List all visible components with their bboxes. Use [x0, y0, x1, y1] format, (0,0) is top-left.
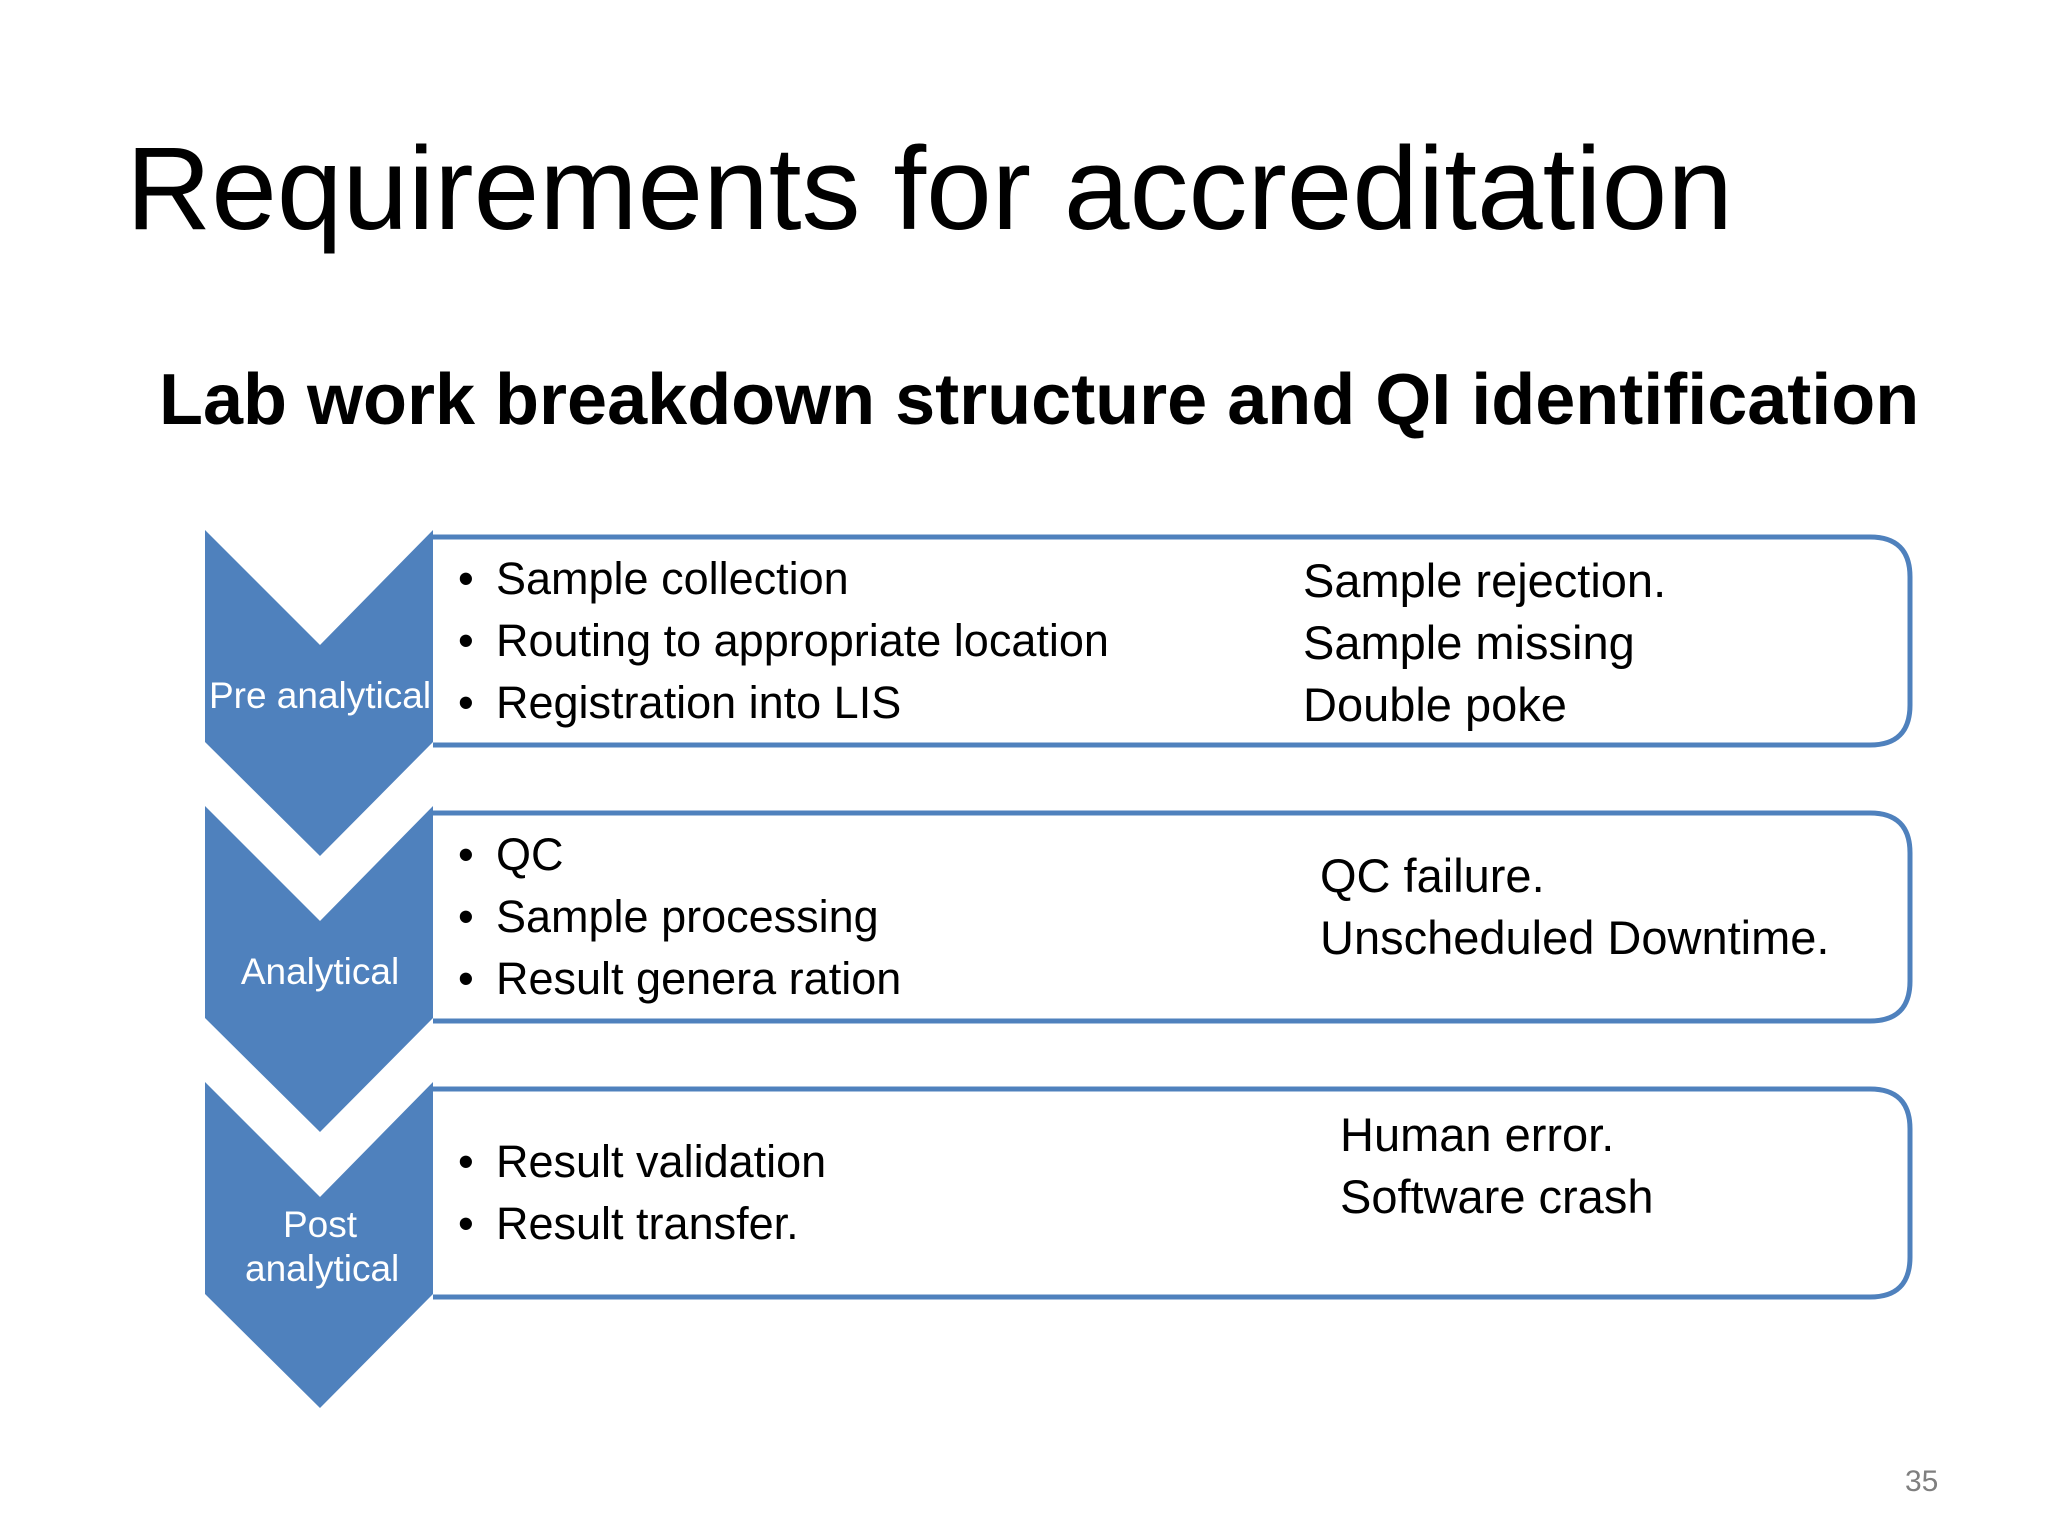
- list-item: Result validation: [458, 1131, 826, 1193]
- qi-list-pre-analytical: Sample rejection. Sample missing Double …: [1303, 550, 1666, 736]
- qi-item: Software crash: [1340, 1170, 1654, 1223]
- list-item: Result genera ration: [458, 948, 901, 1010]
- list-item: Sample collection: [458, 548, 1109, 610]
- chevron-pre-analytical: [205, 530, 433, 856]
- list-item: QC: [458, 824, 901, 886]
- list-item: Sample processing: [458, 886, 901, 948]
- stage-label-pre-analytical: Pre analytical: [208, 675, 432, 716]
- stage-label-analytical: Analytical: [240, 951, 400, 992]
- activity-list-analytical: QC Sample processing Result genera ratio…: [458, 824, 901, 1010]
- qi-list-post-analytical: Human error. Software crash: [1340, 1104, 1653, 1228]
- list-item: Result transfer.: [458, 1193, 826, 1255]
- slide-subtitle: Lab work breakdown structure and QI iden…: [159, 360, 1920, 440]
- qi-item: Sample missing: [1303, 616, 1635, 669]
- list-item: Routing to appropriate location: [458, 610, 1109, 672]
- qi-item: Human error.: [1340, 1108, 1615, 1161]
- chevron-post-analytical: [205, 1082, 433, 1408]
- qi-item: QC failure.: [1320, 849, 1545, 902]
- page-number: 35: [1905, 1465, 1939, 1498]
- stage-label-post-analytical: Post analytical: [245, 1204, 400, 1289]
- qi-item: Unscheduled Downtime.: [1320, 911, 1830, 964]
- activity-list-post-analytical: Result validation Result transfer.: [458, 1131, 826, 1255]
- activity-list-pre-analytical: Sample collection Routing to appropriate…: [458, 548, 1109, 734]
- qi-list-analytical: QC failure. Unscheduled Downtime.: [1320, 845, 1829, 969]
- chevron-analytical: [205, 806, 433, 1132]
- qi-item: Double poke: [1303, 678, 1567, 731]
- slide-title: Requirements for accreditation: [126, 123, 1733, 255]
- qi-item: Sample rejection.: [1303, 554, 1667, 607]
- list-item: Registration into LIS: [458, 672, 1109, 734]
